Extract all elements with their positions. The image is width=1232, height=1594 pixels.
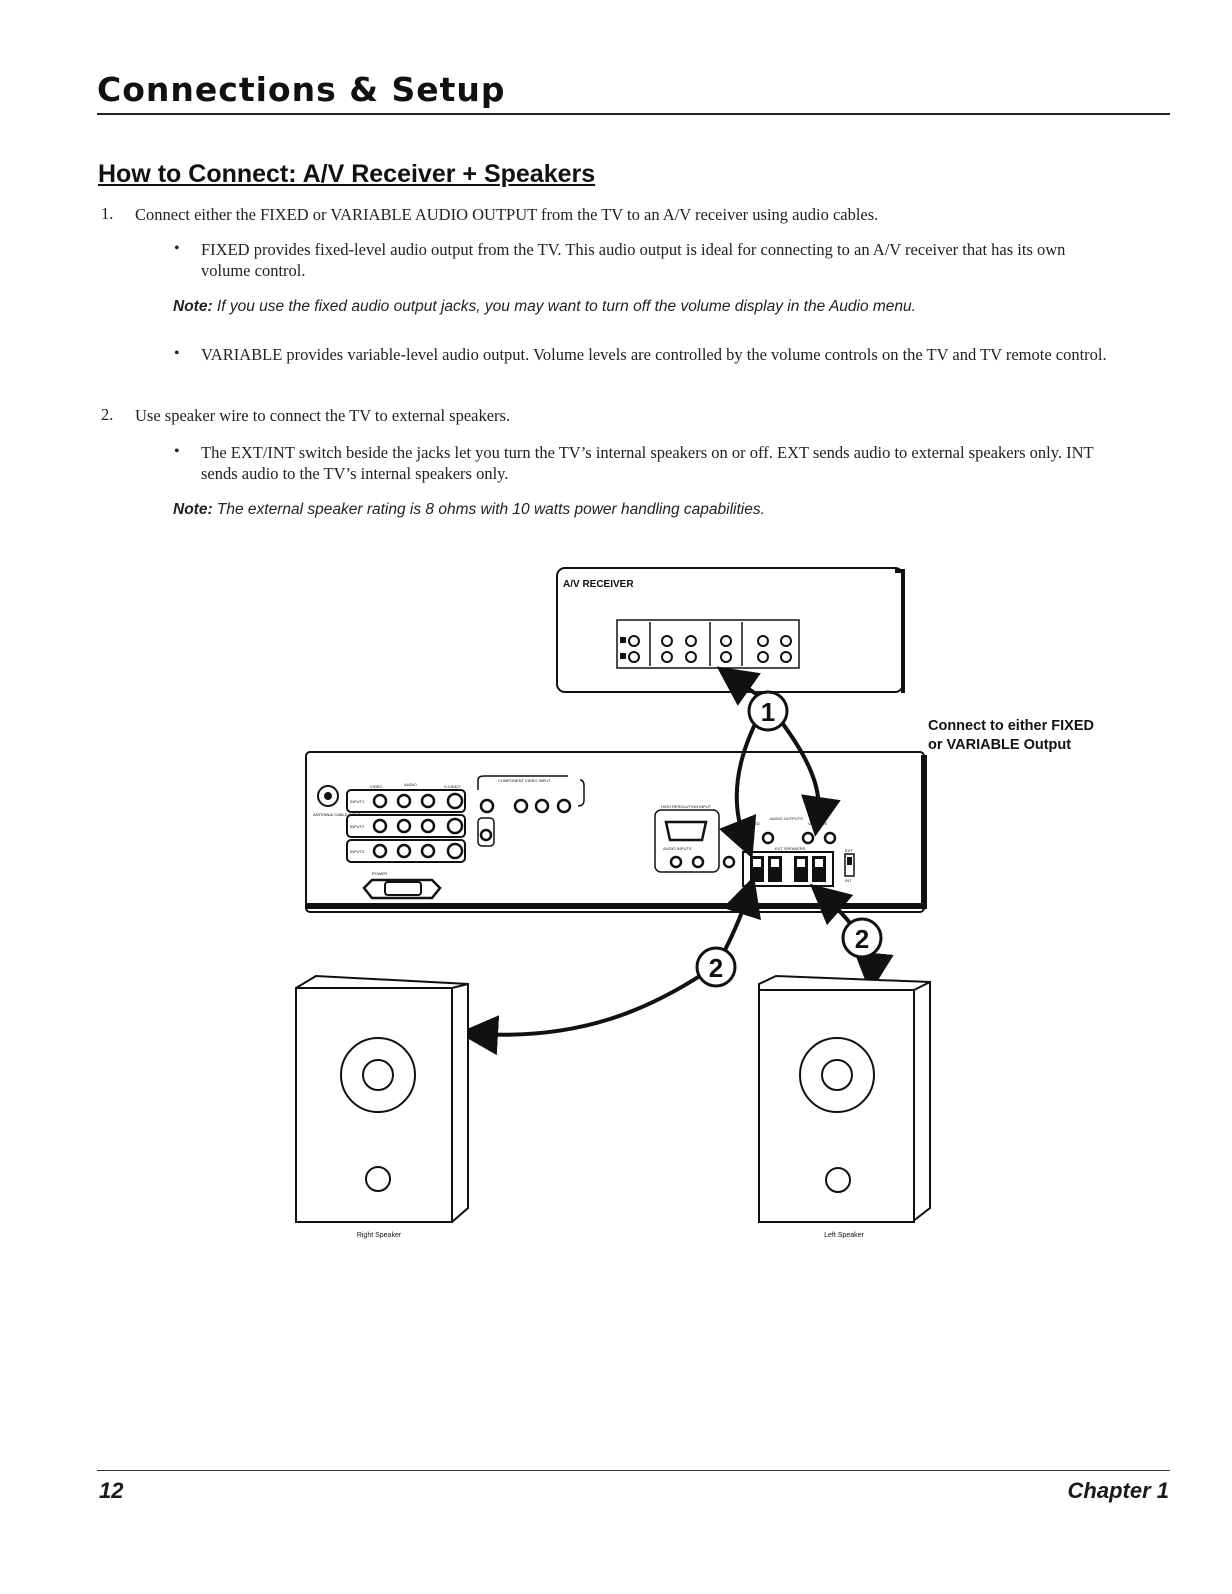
note-label: Note: [173, 501, 213, 518]
svg-text:AUDIO INPUTS: AUDIO INPUTS [663, 846, 692, 851]
component-video-jacks: COMPONENT VIDEO INPUT [477, 775, 585, 847]
connect-label-line1: Connect to either FIXED [928, 718, 1094, 734]
svg-text:INT: INT [845, 878, 852, 883]
ext-speaker-terminals: EXT SPEAKERS EXT INT [742, 846, 855, 887]
svg-text:VARIABLE: VARIABLE [808, 821, 828, 826]
note: Note: The external speaker rating is 8 o… [173, 501, 1133, 519]
svg-text:ANTENNA/ CABLE INPUT: ANTENNA/ CABLE INPUT [313, 812, 361, 817]
svg-text:AUDIO: AUDIO [404, 782, 417, 787]
right-speaker: Right Speaker [295, 974, 469, 1239]
note-label: Note: [173, 298, 213, 315]
svg-text:VIDEO: VIDEO [370, 784, 382, 789]
chapter-label: Chapter 1 [1067, 1478, 1169, 1503]
callout-2-right: 2 [841, 917, 883, 959]
svg-text:INPUT3: INPUT3 [350, 849, 365, 854]
left-speaker: Left Speaker [758, 974, 931, 1239]
step-text: Connect either the FIXED or VARIABLE AUD… [135, 205, 879, 224]
bullet-icon: • [174, 443, 180, 460]
step-number: 2. [101, 405, 114, 424]
high-res-input: HIGH RESOLUTION INPUT AUDIO INPUTS [654, 804, 736, 873]
svg-text:Right Speaker: Right Speaker [357, 1232, 402, 1239]
input-jacks: VIDEO AUDIO S-VIDEO INPUT1 INPUT2 INPUT3 [346, 782, 466, 863]
receiver-jack-panel [616, 619, 800, 669]
bullet-icon: • [174, 240, 180, 257]
connect-label: Connect to either FIXED or VARIABLE Outp… [928, 717, 1094, 755]
step-number: 1. [101, 204, 114, 223]
note: Note: If you use the fixed audio output … [173, 298, 1133, 316]
bullet-text: FIXED provides fixed-level audio output … [201, 240, 1066, 280]
svg-text:INPUT2: INPUT2 [350, 824, 365, 829]
svg-text:FIXED: FIXED [748, 821, 760, 826]
svg-text:AUDIO OUTPUTS: AUDIO OUTPUTS [770, 816, 803, 821]
callout-2-left: 2 [695, 946, 737, 988]
av-receiver: A/V RECEIVER [556, 567, 905, 693]
receiver-label: A/V RECEIVER [563, 579, 634, 590]
svg-text:EXT SPEAKERS: EXT SPEAKERS [775, 846, 806, 851]
note-text: If you use the fixed audio output jacks,… [216, 298, 916, 315]
svg-text:INPUT1: INPUT1 [350, 799, 365, 804]
svg-text:Left Speaker: Left Speaker [824, 1232, 864, 1239]
bullet-text: VARIABLE provides variable-level audio o… [201, 345, 1107, 364]
svg-text:1: 1 [761, 697, 775, 727]
bullet-text: The EXT/INT switch beside the jacks let … [201, 443, 1094, 483]
page-number: 12 [99, 1478, 124, 1503]
svg-text:S-VIDEO: S-VIDEO [444, 784, 460, 789]
svg-text:HIGH RESOLUTION INPUT: HIGH RESOLUTION INPUT [661, 804, 712, 809]
step-text: Use speaker wire to connect the TV to ex… [135, 406, 511, 425]
bullet-icon: • [174, 345, 180, 362]
page-title: Connections & Setup [97, 70, 506, 109]
page-header: Connections & Setup [97, 70, 1170, 115]
connect-label-line2: or VARIABLE Output [928, 737, 1072, 753]
tv-back-panel: ANTENNA/ CABLE INPUT VIDEO AUDIO S-VIDEO… [305, 751, 927, 913]
svg-text:2: 2 [709, 953, 723, 983]
receiver-jacks [628, 635, 792, 663]
section-title: How to Connect: A/V Receiver + Speakers [98, 160, 596, 188]
svg-text:2: 2 [855, 924, 869, 954]
callout-1: 1 [747, 690, 789, 732]
svg-text:COMPONENT VIDEO INPUT: COMPONENT VIDEO INPUT [498, 778, 551, 783]
svg-text:EXT: EXT [845, 848, 853, 853]
note-text: The external speaker rating is 8 ohms wi… [216, 501, 765, 518]
footer-divider [97, 1470, 1170, 1471]
svg-text:POWER: POWER [372, 871, 387, 876]
